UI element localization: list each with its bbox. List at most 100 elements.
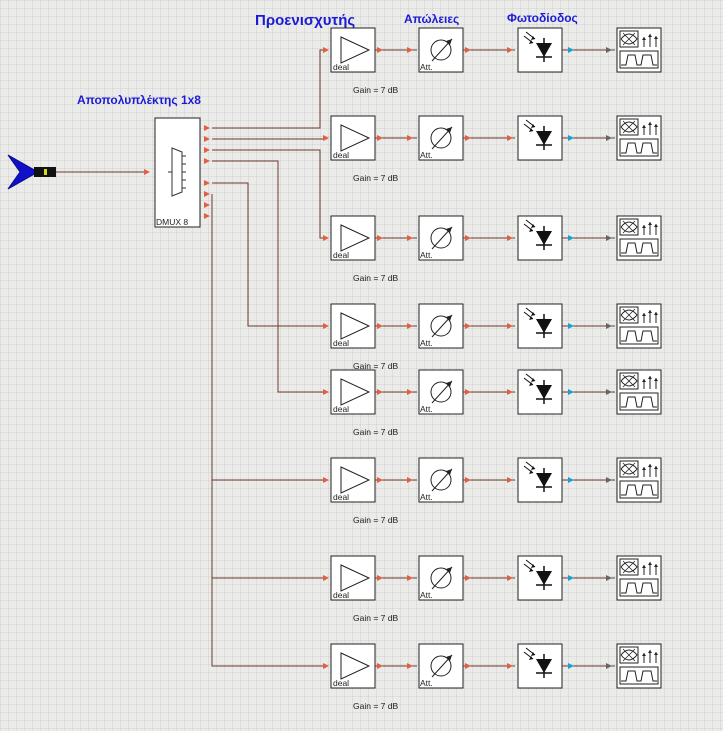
- amplifier-icon: [340, 378, 371, 406]
- photodiode-block[interactable]: [517, 115, 563, 161]
- amplifier-block[interactable]: deal: [330, 369, 376, 415]
- att-input-port: [407, 663, 413, 669]
- amp-input-port: [323, 389, 329, 395]
- eye-diagram-icon: [619, 460, 639, 478]
- amp-output-port: [377, 135, 383, 141]
- amplifier-label: deal: [333, 678, 349, 688]
- pd-input-port: [507, 477, 513, 483]
- pd-input-port: [507, 575, 513, 581]
- demux-block[interactable]: [154, 117, 201, 228]
- attenuator-block[interactable]: Att.: [418, 555, 464, 601]
- photodiode-icon: [536, 385, 552, 399]
- attenuator-label: Att.: [420, 150, 433, 160]
- demux-input-port: [144, 169, 150, 175]
- photodiode-block[interactable]: [517, 303, 563, 349]
- eye-diagram-icon: [619, 218, 639, 236]
- photodiode-block[interactable]: [517, 457, 563, 503]
- gain-label: Gain = 7 dB: [353, 515, 398, 525]
- attenuator-block[interactable]: Att.: [418, 303, 464, 349]
- photodiode-icon: [536, 571, 552, 585]
- photodiode-block[interactable]: [517, 369, 563, 415]
- photodiode-block[interactable]: [517, 215, 563, 261]
- amplifier-icon: [340, 312, 371, 340]
- pd-input-port: [507, 389, 513, 395]
- demux-output-wires: [204, 49, 327, 667]
- demux-output-port-2: [204, 136, 210, 142]
- att-input-port: [407, 135, 413, 141]
- attenuator-icon: [430, 381, 452, 403]
- photodiode-block[interactable]: [517, 555, 563, 601]
- demux-output-port-4: [204, 158, 210, 164]
- att-output-port: [465, 235, 471, 241]
- analyzer-block[interactable]: [616, 369, 662, 415]
- preamp-header: Προενισχυτής: [255, 12, 356, 29]
- amplifier-block[interactable]: deal: [330, 643, 376, 689]
- attenuator-block[interactable]: Att.: [418, 27, 464, 73]
- amplifier-icon: [340, 36, 371, 64]
- att-output-port: [465, 575, 471, 581]
- eye-diagram-icon: [619, 558, 639, 576]
- optical-source-icon[interactable]: [7, 154, 56, 190]
- attenuator-block[interactable]: Att.: [418, 643, 464, 689]
- pd-input-port: [507, 323, 513, 329]
- pd-input-port: [507, 47, 513, 53]
- waveform-icon: [619, 480, 659, 499]
- photodiode-block[interactable]: [517, 643, 563, 689]
- amplifier-block[interactable]: deal: [330, 303, 376, 349]
- analyzer-block[interactable]: [616, 115, 662, 161]
- attenuator-block[interactable]: Att.: [418, 215, 464, 261]
- gain-label: Gain = 7 dB: [353, 173, 398, 183]
- att-output-port: [465, 389, 471, 395]
- analyzer-block[interactable]: [616, 643, 662, 689]
- amplifier-block[interactable]: deal: [330, 27, 376, 73]
- waveform-icon: [619, 238, 659, 257]
- amplifier-block[interactable]: deal: [330, 215, 376, 261]
- amplifier-icon: [340, 652, 371, 680]
- waveform-icon: [619, 666, 659, 685]
- pd-input-port: [507, 235, 513, 241]
- pd-input-port: [507, 135, 513, 141]
- waveform-icon: [619, 138, 659, 157]
- gain-label: Gain = 7 dB: [353, 427, 398, 437]
- amplifier-block[interactable]: deal: [330, 115, 376, 161]
- amplifier-block[interactable]: deal: [330, 555, 376, 601]
- demux-output-port-8: [204, 213, 210, 219]
- eye-diagram-icon: [619, 372, 639, 390]
- att-output-port: [465, 323, 471, 329]
- attenuator-icon: [430, 227, 452, 249]
- att-output-port: [465, 477, 471, 483]
- pd-output-port: [568, 47, 574, 53]
- attenuator-icon: [430, 469, 452, 491]
- amplifier-block[interactable]: deal: [330, 457, 376, 503]
- amplifier-icon: [340, 466, 371, 494]
- photodiode-icon: [536, 43, 552, 57]
- analyzer-block[interactable]: [616, 215, 662, 261]
- photodiode-icon: [536, 131, 552, 145]
- route-wire-6: [211, 194, 327, 667]
- analyzer-input-port: [606, 323, 612, 329]
- analyzer-block[interactable]: [616, 555, 662, 601]
- analyzer-block[interactable]: [616, 27, 662, 73]
- amp-output-port: [377, 47, 383, 53]
- amp-input-port: [323, 663, 329, 669]
- demux-output-port-7: [204, 202, 210, 208]
- attenuator-block[interactable]: Att.: [418, 369, 464, 415]
- analyzer-input-port: [606, 135, 612, 141]
- analyzer-block[interactable]: [616, 457, 662, 503]
- attenuator-block[interactable]: Att.: [418, 457, 464, 503]
- waveform-icon: [619, 326, 659, 345]
- amplifier-label: deal: [333, 590, 349, 600]
- attenuator-label: Att.: [420, 590, 433, 600]
- analyzer-block[interactable]: [616, 303, 662, 349]
- amp-output-port: [377, 663, 383, 669]
- attenuator-block[interactable]: Att.: [418, 115, 464, 161]
- attenuator-label: Att.: [420, 404, 433, 414]
- photodiode-block[interactable]: [517, 27, 563, 73]
- pd-output-port: [568, 389, 574, 395]
